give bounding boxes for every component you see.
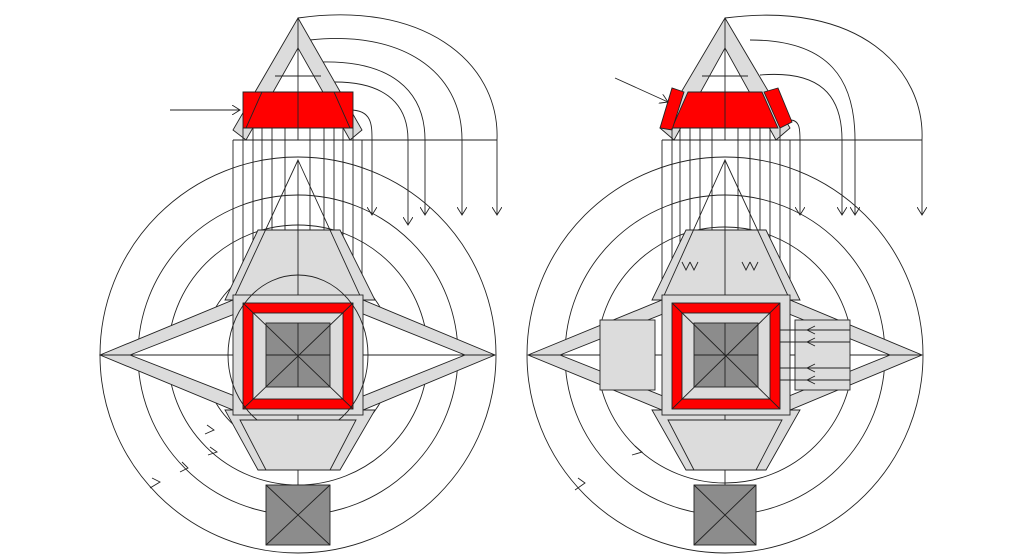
left-panel <box>98 14 497 554</box>
right-circle-arrows <box>574 261 759 491</box>
left-top-arcs <box>233 14 497 225</box>
right-top-arcs <box>662 14 922 215</box>
left-base <box>239 419 357 546</box>
left-top-pyramid <box>232 17 363 300</box>
left-circle-arrows <box>149 424 218 489</box>
right-input-arrow <box>614 77 668 102</box>
right-panel <box>526 14 923 554</box>
right-top-pyramid <box>659 17 793 300</box>
left-core <box>227 274 369 436</box>
right-core <box>661 294 850 416</box>
right-base <box>667 419 783 546</box>
